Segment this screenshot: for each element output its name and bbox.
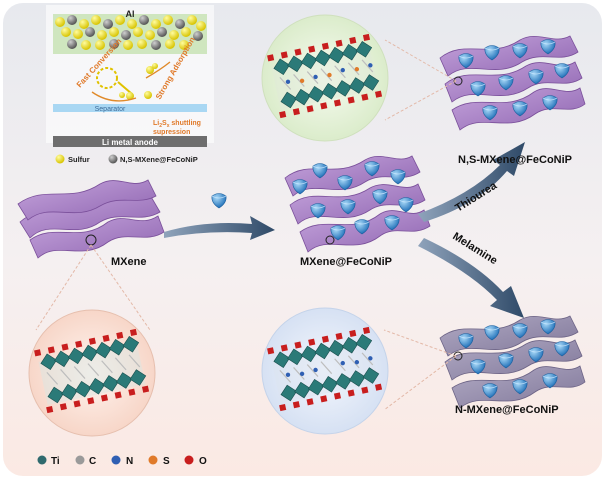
- zoom-line: [35, 244, 92, 331]
- anode-label: Li metal anode: [102, 138, 159, 147]
- mxene-feconip-label: MXene@FeCoNiP: [300, 256, 392, 268]
- s-atom-label: S: [163, 456, 170, 467]
- shuttling-note-line2: supression: [153, 129, 190, 136]
- zoom-line: [383, 355, 457, 411]
- sulfur-legend-label: Sulfur: [68, 155, 90, 164]
- arrow-to-n-mxene: [418, 238, 524, 318]
- n-atom-dot: [111, 455, 121, 465]
- conversion-cycle: [91, 61, 171, 102]
- s-atom-dot: [148, 455, 158, 465]
- zoom-line: [384, 80, 457, 121]
- sulfur-host-particles: [55, 15, 206, 50]
- c-atom-dot: [75, 455, 85, 465]
- zoom-line: [384, 39, 457, 82]
- ns-mxene-sheets: [439, 35, 586, 131]
- atom-legend: Ti C N S O: [37, 455, 207, 467]
- separator-bar: [53, 104, 207, 112]
- n-atom-label: N: [126, 456, 133, 467]
- shuttling-note-line1: Li2Sx shuttling: [153, 120, 201, 129]
- o-atom-label: O: [199, 456, 207, 467]
- arrow-to-ns-mxene: [418, 142, 525, 222]
- arrow-to-mxene-feconip: [164, 216, 275, 240]
- sulfur-legend-dot: [55, 154, 65, 164]
- ns-structure-circle: [261, 14, 389, 142]
- ns-mxene-label: N,S-MXene@FeCoNiP: [458, 154, 572, 166]
- zoom-line: [90, 244, 151, 331]
- o-atom-dot: [184, 455, 194, 465]
- zoom-line: [383, 329, 457, 357]
- n-structure-circle: [261, 307, 389, 435]
- battery-inset: Al Fast Conversion Strong Adsorption Sep…: [46, 5, 214, 164]
- mxene-structure-circle: [28, 309, 156, 437]
- n-mxene-label: N-MXene@FeCoNiP: [455, 404, 559, 416]
- host-legend-label: N,S-MXene@FeCoNiP: [120, 155, 198, 164]
- separator-label: Separator: [95, 106, 126, 113]
- host-legend-dot: [108, 154, 118, 164]
- ti-atom-dot: [37, 455, 47, 465]
- anode-bar: [53, 136, 207, 147]
- c-atom-label: C: [89, 456, 96, 467]
- mxene-sheets: [17, 179, 165, 259]
- mxene-feconip-sheets: [284, 155, 431, 253]
- al-label: Al: [126, 9, 135, 19]
- n-mxene-sheets: [439, 315, 586, 409]
- mxene-label: MXene: [111, 256, 146, 268]
- ti-atom-label: Ti: [51, 456, 60, 467]
